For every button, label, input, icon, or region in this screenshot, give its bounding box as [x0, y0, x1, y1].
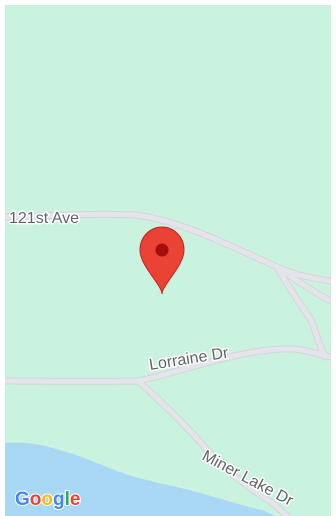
road-branch-east	[280, 268, 331, 304]
map-view[interactable]: 121st Ave Lorraine Dr Miner Lake Dr Goog…	[5, 5, 331, 516]
road-label-121st-ave: 121st Ave	[9, 210, 79, 227]
svg-text:Google: Google	[15, 489, 80, 510]
map-canvas: 121st Ave Lorraine Dr Miner Lake Dr Goog…	[5, 5, 331, 516]
map-pin-icon[interactable]	[139, 226, 185, 295]
google-logo: Google	[14, 488, 81, 511]
road-connector-east	[274, 264, 328, 360]
road-miner-lake-dr	[135, 378, 290, 516]
road-lorraine-dr	[5, 346, 331, 384]
lake-water	[5, 442, 275, 516]
road-121st-ave	[5, 211, 331, 284]
